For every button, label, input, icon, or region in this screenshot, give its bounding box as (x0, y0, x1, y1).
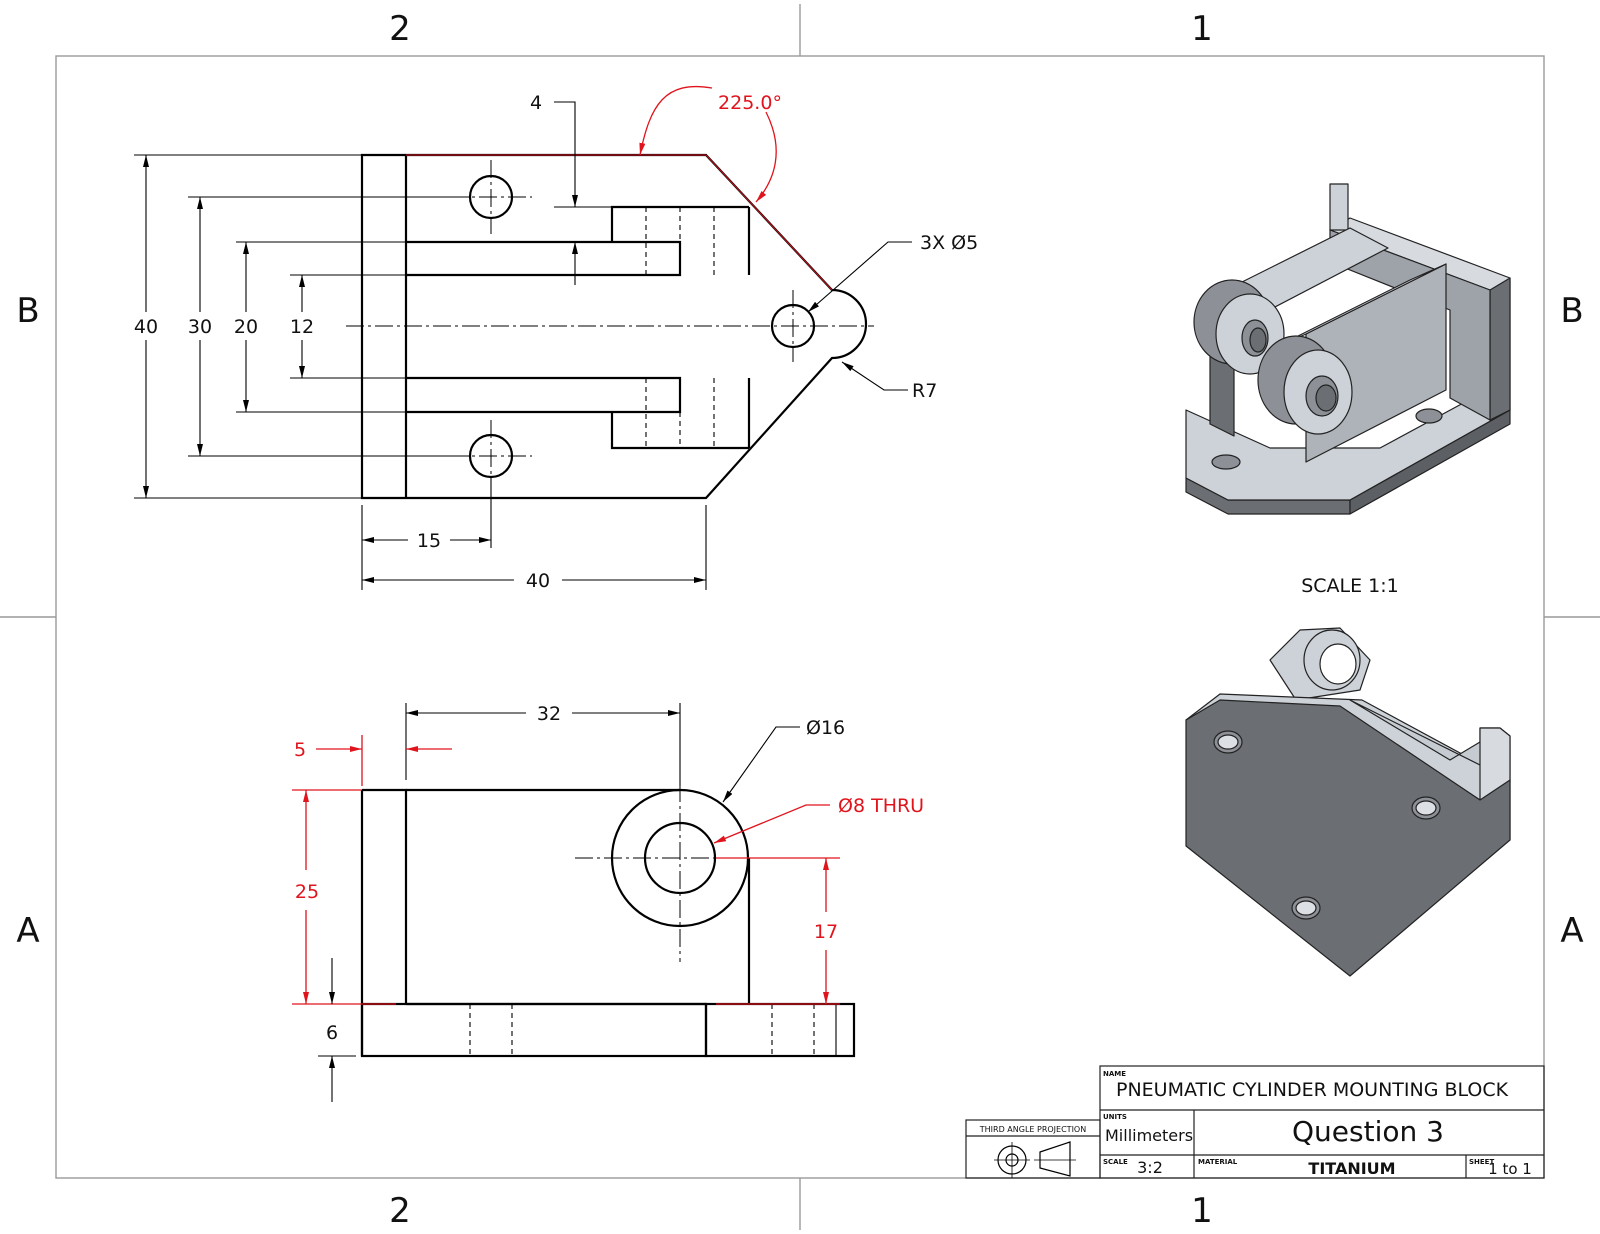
dim-6: 6 (326, 1022, 338, 1044)
sheet-border (0, 4, 1600, 1230)
dim-32: 32 (537, 703, 561, 725)
dim-angle: 225.0° (718, 92, 782, 114)
dim-40-horizontal: 40 (526, 570, 550, 592)
zone-label: A (16, 911, 39, 951)
dim-20: 20 (234, 316, 258, 338)
name-field-label: NAME (1103, 1070, 1126, 1078)
units-field-label: UNITS (1103, 1113, 1127, 1121)
third-angle-projection-icon (994, 1141, 1076, 1178)
material-value: TITANIUM (1308, 1159, 1395, 1178)
dim-holes: 3X Ø5 (920, 232, 978, 254)
dim-radius: R7 (912, 380, 937, 402)
front-view (360, 755, 856, 1058)
dim-30: 30 (188, 316, 212, 338)
dim-17: 17 (814, 921, 838, 943)
zone-label: 1 (1191, 9, 1213, 49)
zone-label: 2 (389, 1191, 411, 1231)
front-view-dimensions: 32 5 25 6 17 Ø16 Ø8 THRU (292, 703, 924, 1102)
scale-field-label: SCALE (1103, 1158, 1128, 1166)
zone-label: B (16, 291, 39, 331)
sheet-value: 1 to 1 (1488, 1160, 1532, 1178)
dim-5: 5 (294, 739, 306, 761)
drawing-title: Question 3 (1292, 1115, 1444, 1148)
sheet-field-label: SHEET (1469, 1158, 1494, 1166)
iso-view-top (1185, 183, 1511, 515)
iso-view-bottom (1185, 627, 1511, 977)
top-view (346, 153, 874, 540)
drawing-name: PNEUMATIC CYLINDER MOUNTING BLOCK (1116, 1079, 1509, 1101)
zone-label: A (1560, 911, 1583, 951)
dim-40-vertical: 40 (134, 316, 158, 338)
units-value: Millimeters (1105, 1126, 1193, 1145)
dim-15: 15 (417, 530, 441, 552)
top-view-dimensions: 40 30 20 12 4 15 40 225.0° 3X Ø5 R7 (134, 86, 978, 592)
zone-label: B (1560, 291, 1583, 331)
projection-label: THIRD ANGLE PROJECTION (979, 1125, 1086, 1134)
material-field-label: MATERIAL (1198, 1158, 1238, 1166)
dim-4: 4 (530, 92, 542, 114)
iso-scale-label: SCALE 1:1 (1301, 575, 1399, 597)
scale-value: 3:2 (1137, 1158, 1163, 1177)
dim-12: 12 (290, 316, 314, 338)
title-block (965, 1065, 1545, 1179)
dim-25: 25 (295, 881, 319, 903)
dim-bore: Ø8 THRU (838, 795, 924, 817)
zone-label: 2 (389, 9, 411, 49)
zone-label: 1 (1191, 1191, 1213, 1231)
dim-boss: Ø16 (806, 717, 845, 739)
